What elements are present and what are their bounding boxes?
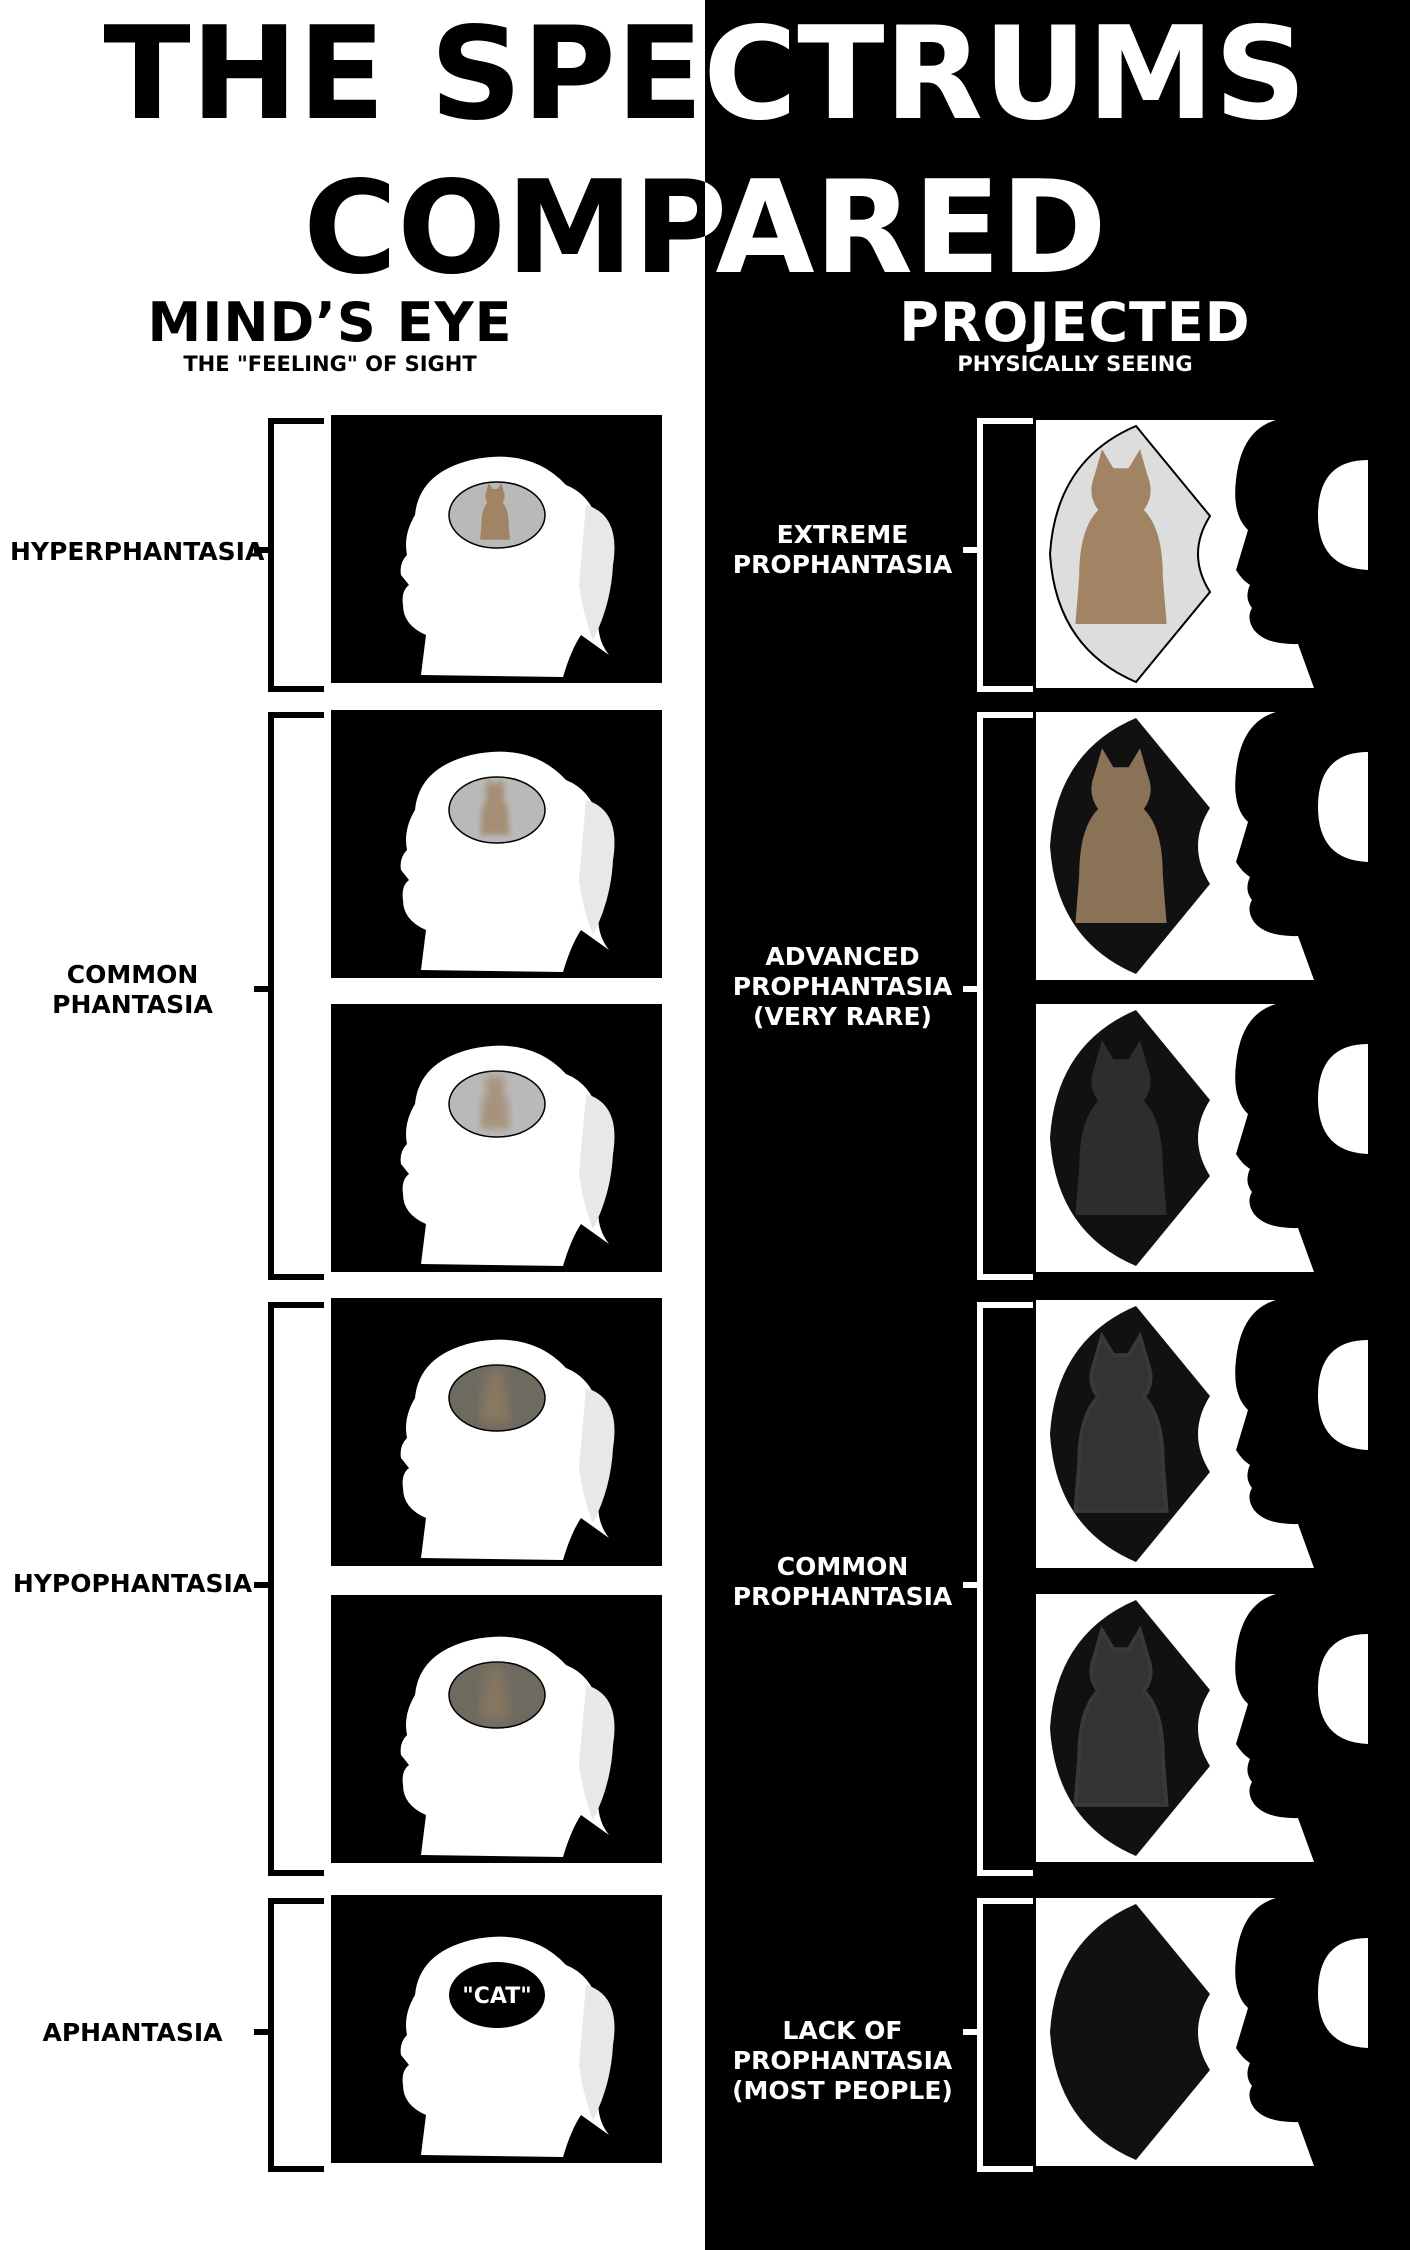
minds-eye-heading: MIND’S EYE	[147, 291, 513, 354]
bracket-tick	[254, 547, 268, 553]
label-common-phantasia: COMMON PHANTASIA	[52, 960, 213, 1019]
label-extreme-prophantasia: EXTREME PROPHANTASIA	[732, 520, 953, 579]
bracket-extreme-prophantasia	[977, 418, 1033, 692]
label-hypophantasia: HYPOPHANTASIA	[12, 1569, 253, 1598]
bracket-lack-of-prophantasia	[977, 1898, 1033, 2172]
bracket-tick	[254, 1582, 268, 1588]
label-common-prophantasia: COMMON PROPHANTASIA	[732, 1552, 953, 1611]
minds-eye-header: MIND’S EYE THE "FEELING" OF SIGHT	[130, 296, 530, 375]
projected-panel-extreme	[1036, 420, 1368, 688]
projected-panel-lack	[1036, 1898, 1368, 2166]
minds-eye-panel-hyper	[331, 415, 662, 683]
bracket-hyperphantasia	[268, 418, 324, 692]
title-line1-left: THE SPECTRUMS	[103, 0, 1306, 149]
minds-eye-panel-hypo-1	[331, 1298, 662, 1566]
bracket-tick	[254, 986, 268, 992]
minds-eye-panel-common-2	[331, 1004, 662, 1272]
bracket-advanced-prophantasia	[977, 712, 1033, 1280]
label-hyperphantasia: HYPERPHANTASIA	[10, 537, 265, 566]
title-line1-right: THE SPECTRUMS	[103, 0, 1306, 149]
label-aphantasia: APHANTASIA	[42, 2018, 223, 2047]
minds-eye-panel-hypo-2	[331, 1595, 662, 1863]
projected-subheading: PHYSICALLY SEEING	[957, 352, 1193, 376]
minds-eye-panel-aphantasia: "CAT"	[331, 1895, 662, 2163]
projected-heading: PROJECTED	[899, 291, 1251, 354]
thought-text: "CAT"	[462, 1984, 531, 2009]
bracket-tick	[254, 2029, 268, 2035]
title: THE SPECTRUMS COMPARED THE SPECTRUMS COM…	[103, 0, 1306, 300]
label-lack-of-prophantasia: LACK OF PROPHANTASIA (MOST PEOPLE)	[732, 2016, 953, 2105]
bracket-common-phantasia	[268, 712, 324, 1280]
bracket-tick	[963, 2029, 977, 2035]
title-line2-left: COMPARED	[303, 154, 1107, 300]
minds-eye-panel-common-1	[331, 710, 662, 978]
label-advanced-prophantasia: ADVANCED PROPHANTASIA (VERY RARE)	[732, 942, 953, 1031]
bracket-tick	[963, 1582, 977, 1588]
projected-panel-common-2	[1036, 1594, 1368, 1862]
projected-panel-advanced-2	[1036, 1004, 1368, 1272]
bracket-tick	[963, 547, 977, 553]
bracket-hypophantasia	[268, 1302, 324, 1876]
minds-eye-subheading: THE "FEELING" OF SIGHT	[183, 352, 477, 376]
bracket-aphantasia	[268, 1898, 324, 2172]
title-line2-right: COMPARED	[303, 154, 1107, 300]
bracket-common-prophantasia	[977, 1302, 1033, 1876]
projected-panel-common-1	[1036, 1300, 1368, 1568]
projected-panel-advanced-1	[1036, 712, 1368, 980]
projected-header: PROJECTED PHYSICALLY SEEING	[875, 296, 1275, 375]
bracket-tick	[963, 986, 977, 992]
